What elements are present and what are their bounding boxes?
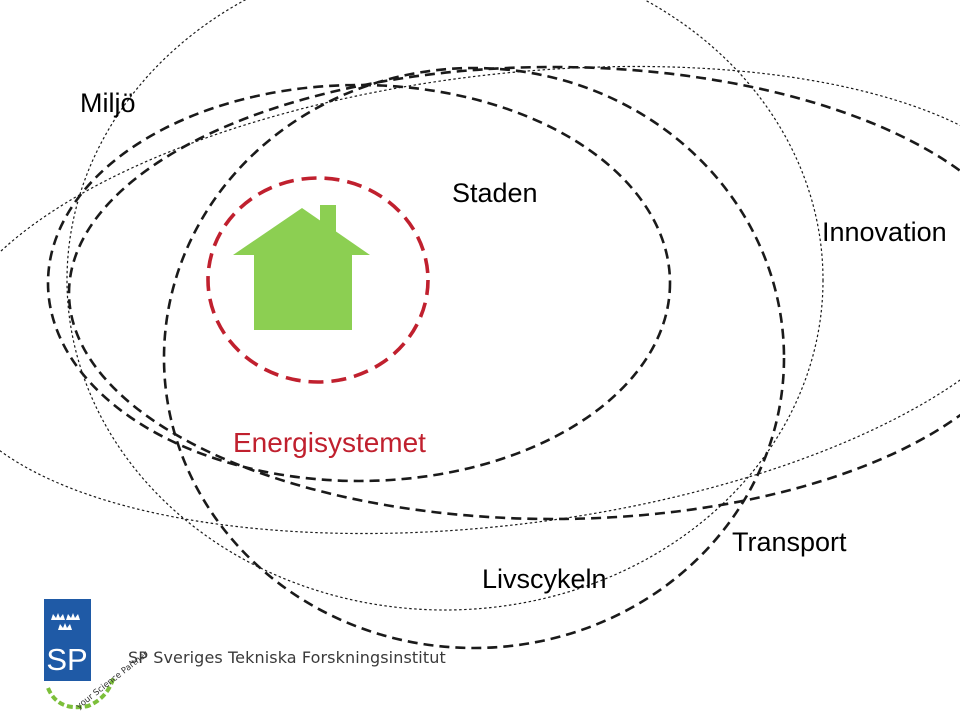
green-swoosh (46, 675, 116, 710)
energisystem-ring (206, 176, 430, 384)
sp-monogram: SP (46, 642, 87, 677)
label-energisystemet: Energisystemet (233, 427, 426, 458)
three-crowns-icon (51, 613, 80, 630)
livscykeln-ellipse (67, 65, 960, 521)
sp-logo: SP your Science Partner (44, 599, 151, 712)
label-livscykeln: Livscykeln (482, 564, 607, 594)
label-miljo: Miljö (80, 88, 136, 118)
transport-ellipse (0, 65, 960, 535)
house-icon (233, 205, 370, 330)
staden-ellipse (162, 66, 786, 650)
sp-logo-block (44, 599, 91, 681)
miljo-ellipse (46, 83, 672, 483)
label-innovation: Innovation (822, 217, 947, 247)
label-transport: Transport (732, 527, 847, 557)
organization-name: SP Sveriges Tekniska Forskningsinstitut (128, 648, 446, 667)
innovation-ellipse (66, 0, 824, 611)
label-staden: Staden (452, 178, 538, 208)
